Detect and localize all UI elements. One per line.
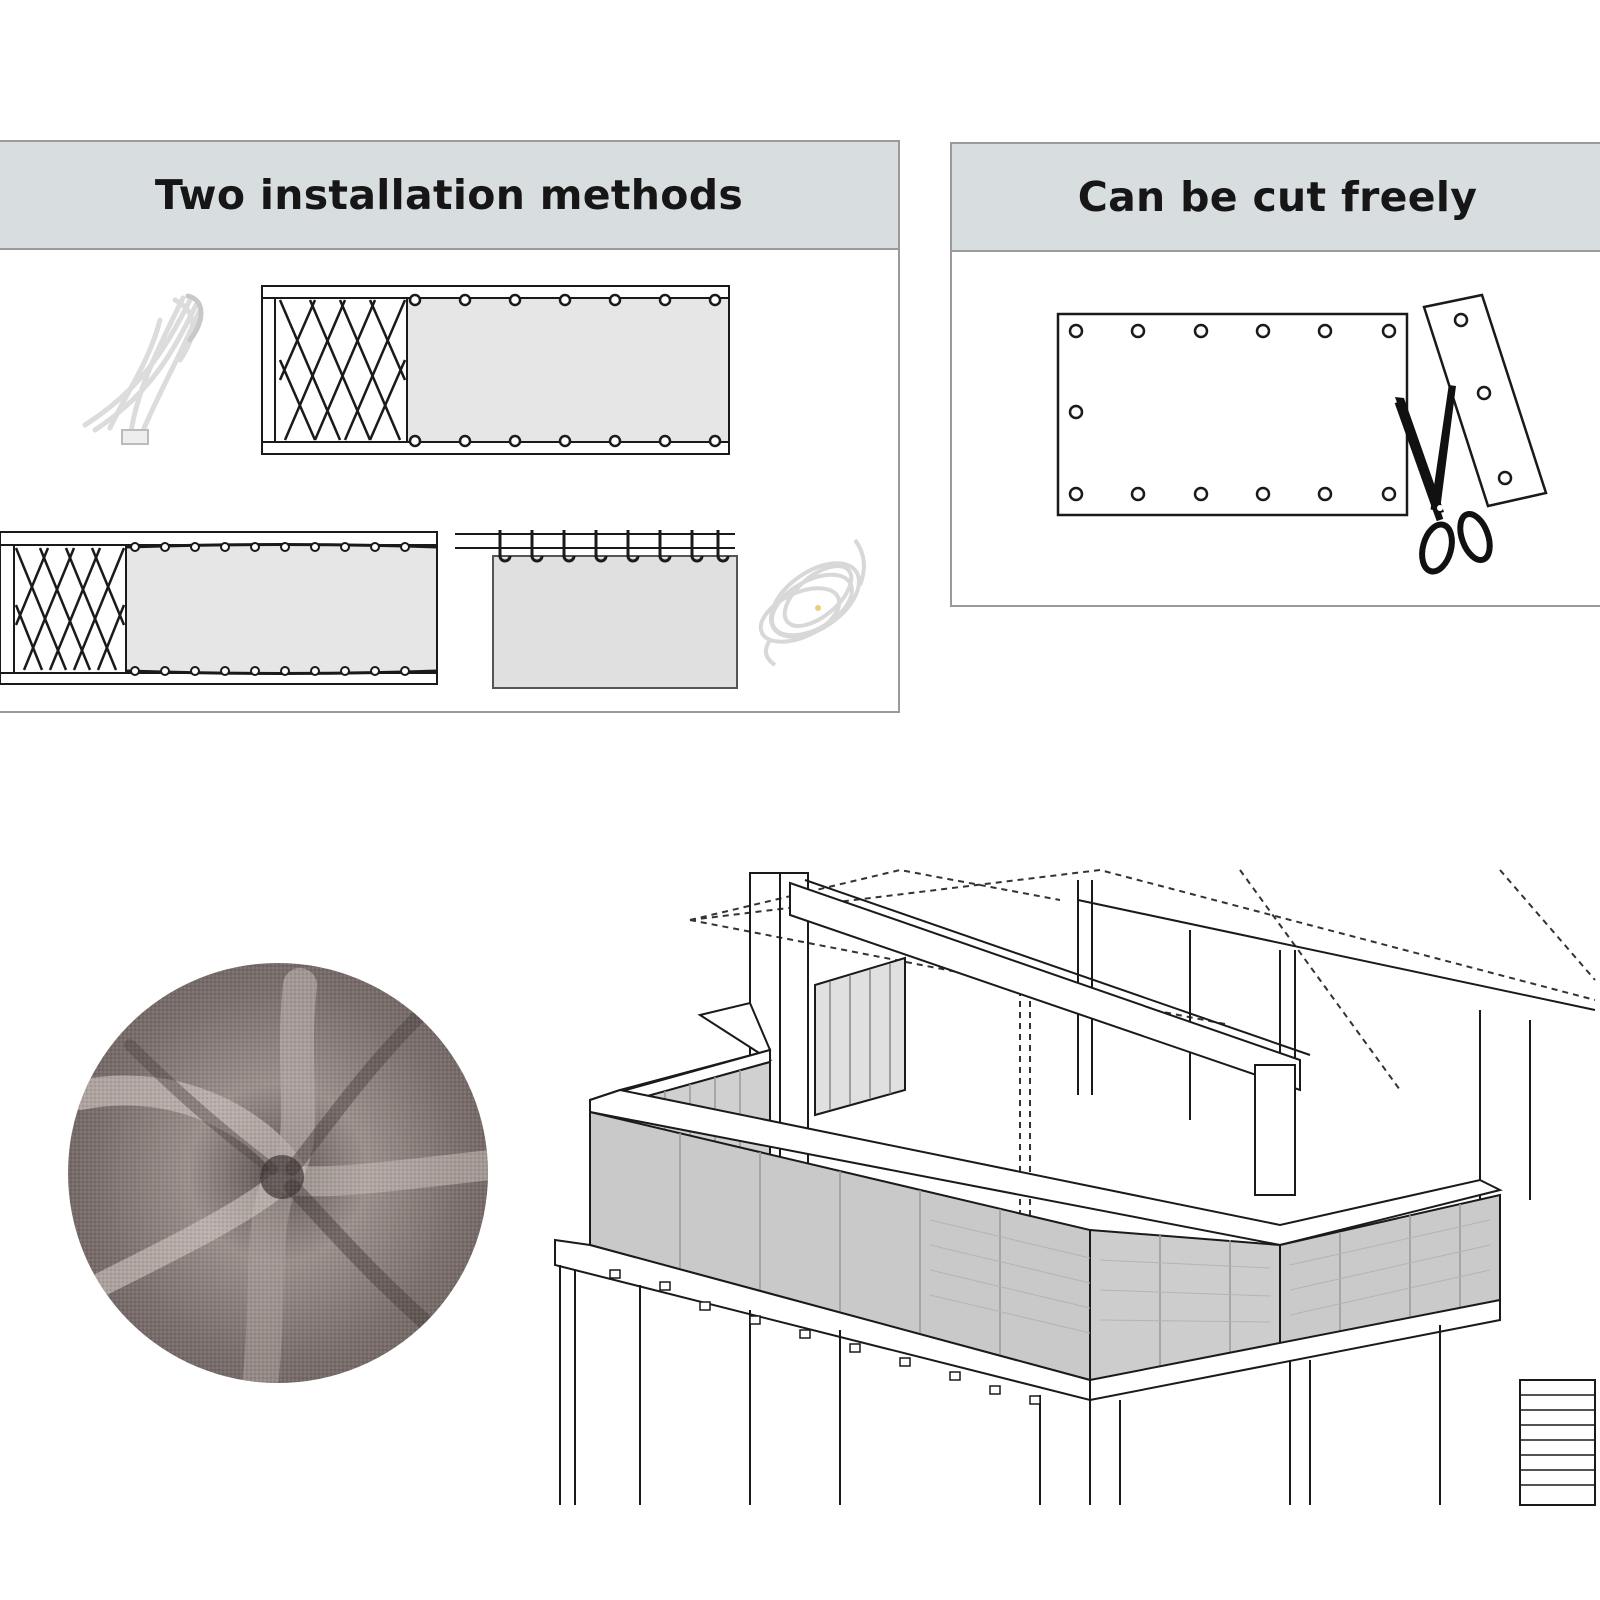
rope-icon (758, 538, 866, 667)
cut-diagram (1056, 293, 1548, 575)
installation-methods-title: Two installation methods (0, 142, 898, 250)
cable-ties-icon (82, 293, 204, 445)
fabric-swatch-icon (68, 963, 488, 1383)
installation-diagram-top (261, 285, 730, 455)
scissors-icon (1394, 385, 1493, 575)
balcony-illustration (554, 868, 1596, 1506)
cut-strip (1422, 293, 1548, 508)
cut-freely-title: Can be cut freely (952, 144, 1600, 252)
fabric-sheet (1056, 312, 1409, 517)
installation-diagram-bottom-left (0, 531, 438, 685)
installation-diagrams (0, 285, 866, 689)
installation-diagram-hanging (455, 530, 738, 689)
